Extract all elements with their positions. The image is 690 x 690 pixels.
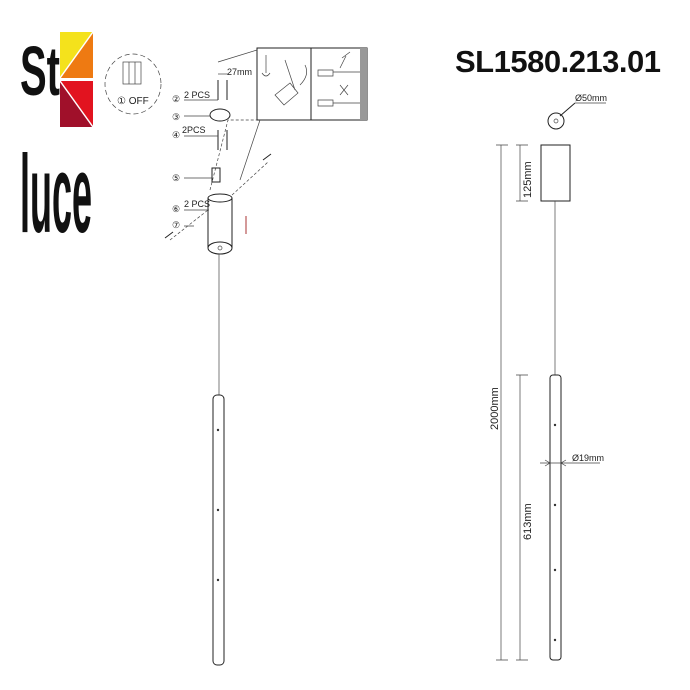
tube-length: 613mm	[522, 503, 534, 540]
power-off-step: ① OFF	[104, 53, 162, 115]
tube-diameter: Ø19mm	[572, 453, 604, 463]
callout-4-qty: 2PCS	[182, 125, 206, 135]
step-off-label: ① OFF	[117, 96, 149, 107]
callout-6-qty: 2 PCS	[184, 199, 210, 209]
canopy-diameter: Ø50mm	[575, 93, 607, 103]
callout-6: ⑥	[172, 204, 180, 214]
callout-2: ②	[172, 94, 180, 104]
callout-4: ④	[172, 130, 180, 140]
product-code: SL1580.213.01	[455, 44, 661, 79]
svg-text:luce: luce	[20, 133, 92, 256]
canopy-height: 125mm	[522, 161, 534, 198]
exploded-assembly: 27mm ② 2 PCS ③ ④ 2PCS ⑤ ⑥ 2 PCS ⑦	[164, 49, 272, 666]
dimension-view: Ø50mm Ø19mm 125mm 2000mm 613mm	[489, 93, 607, 661]
callout-7: ⑦	[172, 220, 180, 230]
st-luce-logo: St luce	[20, 31, 94, 256]
callout-3: ③	[172, 112, 180, 122]
callout-2-qty: 2 PCS	[184, 90, 210, 100]
callout-5: ⑤	[172, 173, 180, 183]
wiring-detail-inset	[256, 47, 368, 121]
spacing-label: 27mm	[227, 67, 252, 77]
svg-text:St: St	[20, 32, 60, 110]
total-height: 2000mm	[489, 387, 501, 430]
